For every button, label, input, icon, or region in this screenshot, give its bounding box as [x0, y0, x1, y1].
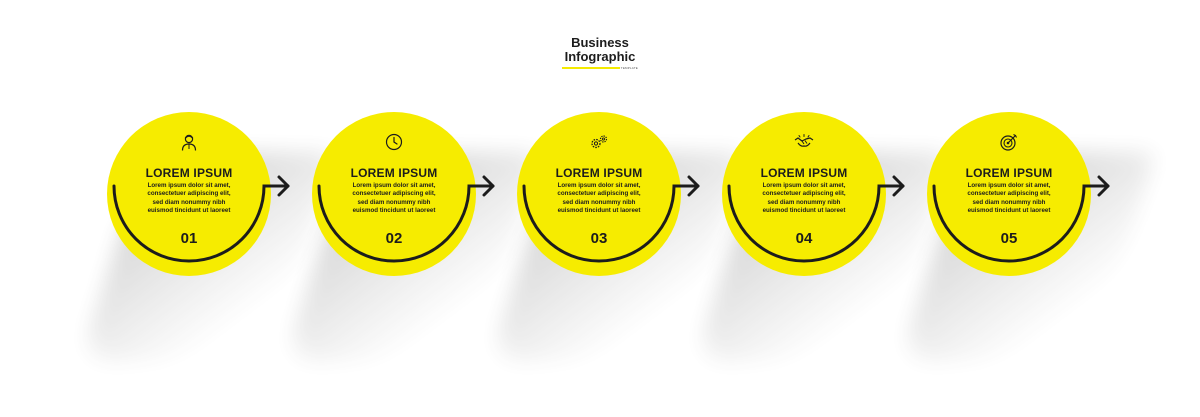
step-2: LOREM IPSUM Lorem ipsum dolor sit amet, …	[283, 112, 552, 372]
step-description-line: consectetuer adipiscing elit,	[147, 190, 231, 198]
target-icon	[1000, 134, 1017, 151]
step-description: Lorem ipsum dolor sit amet, consectetuer…	[527, 182, 671, 216]
step-heading: LOREM IPSUM	[760, 166, 848, 180]
step-connector-arrow	[317, 175, 495, 263]
step-description: Lorem ipsum dolor sit amet, consectetuer…	[937, 182, 1081, 216]
step-heading: LOREM IPSUM	[555, 166, 643, 180]
step-1: LOREM IPSUM Lorem ipsum dolor sit amet, …	[78, 112, 347, 372]
step-description-line: consectetuer adipiscing elit,	[557, 190, 641, 198]
step-description-line: consectetuer adipiscing elit,	[762, 190, 846, 198]
step-heading: LOREM IPSUM	[965, 166, 1053, 180]
step-description-line: consectetuer adipiscing elit,	[967, 190, 1051, 198]
step-number: 03	[590, 230, 608, 247]
title-underline: TEMPLATE	[562, 66, 638, 70]
step-description-line: Lorem ipsum dolor sit amet,	[352, 182, 436, 189]
step-description-line: euismod tincidunt ut laoreet	[557, 207, 641, 215]
step-number: 01	[180, 230, 198, 247]
title-subtitle: TEMPLATE	[620, 66, 638, 70]
step-circle	[517, 112, 681, 276]
step-connector-arrow	[522, 175, 700, 263]
step-description: Lorem ipsum dolor sit amet, consectetuer…	[117, 182, 261, 216]
clock-icon	[385, 133, 403, 151]
step-description-line: Lorem ipsum dolor sit amet,	[147, 182, 231, 189]
step-description-line: consectetuer adipiscing elit,	[352, 190, 436, 198]
step-connector-arrow	[727, 175, 905, 263]
title-line-1: Business	[571, 35, 629, 50]
step-number: 04	[795, 230, 813, 247]
step-description-line: sed diam nonummy nibh	[972, 198, 1046, 206]
step-connector-arrow	[112, 175, 290, 263]
step-connector-arrow	[932, 175, 1110, 263]
step-number: 05	[1000, 230, 1018, 247]
step-description-line: euismod tincidunt ut laoreet	[762, 207, 846, 215]
step-5: LOREM IPSUM Lorem ipsum dolor sit amet, …	[898, 112, 1167, 372]
handshake-icon	[794, 134, 814, 147]
step-description-line: sed diam nonummy nibh	[152, 198, 226, 206]
person-icon	[181, 134, 197, 151]
step-description-line: euismod tincidunt ut laoreet	[352, 207, 436, 215]
title-underline-bar	[562, 67, 620, 69]
step-description-line: sed diam nonummy nibh	[357, 198, 431, 206]
step-4: LOREM IPSUM Lorem ipsum dolor sit amet, …	[693, 112, 962, 372]
step-number: 02	[385, 230, 403, 247]
step-3: LOREM IPSUM Lorem ipsum dolor sit amet, …	[488, 112, 757, 372]
step-heading: LOREM IPSUM	[145, 166, 233, 180]
step-circle	[107, 112, 271, 276]
step-description-line: Lorem ipsum dolor sit amet,	[762, 182, 846, 189]
infographic-title: Business Infographic TEMPLATE	[0, 36, 1200, 70]
step-description-line: euismod tincidunt ut laoreet	[147, 207, 231, 215]
step-description-line: Lorem ipsum dolor sit amet,	[557, 182, 641, 189]
step-description: Lorem ipsum dolor sit amet, consectetuer…	[322, 182, 466, 216]
step-description-line: sed diam nonummy nibh	[562, 198, 636, 206]
step-description: Lorem ipsum dolor sit amet, consectetuer…	[732, 182, 876, 216]
step-description-line: Lorem ipsum dolor sit amet,	[967, 182, 1051, 189]
step-heading: LOREM IPSUM	[350, 166, 438, 180]
step-description-line: sed diam nonummy nibh	[767, 198, 841, 206]
title-line-2: Infographic	[564, 49, 636, 64]
gears-icon	[591, 135, 608, 149]
step-description-line: euismod tincidunt ut laoreet	[967, 207, 1051, 215]
